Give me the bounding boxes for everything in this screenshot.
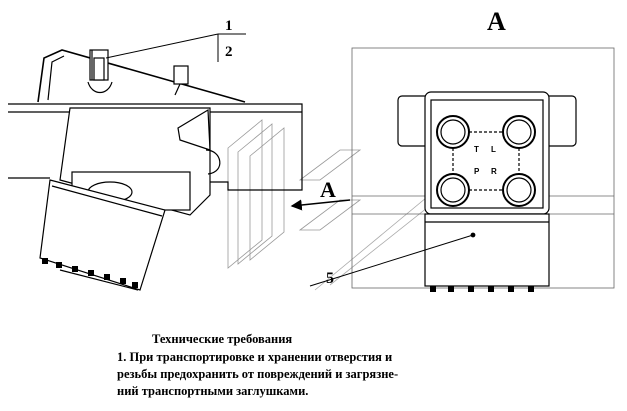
port-labels: T L P R	[474, 145, 497, 176]
bottom-bolts	[430, 286, 534, 292]
frame-rail	[8, 103, 303, 191]
ports	[436, 115, 536, 207]
callout-label-2: 2	[225, 44, 233, 60]
view-a-label: А	[487, 7, 506, 36]
callout-label-1: 1	[225, 18, 233, 34]
callout-label-5: 5	[326, 270, 334, 287]
notes-line-3: ний транспортными заглушками.	[117, 384, 309, 398]
port-label-t: T	[474, 145, 479, 154]
mounting-bracket	[37, 49, 246, 103]
port-label-r: R	[491, 167, 497, 176]
callout-1-2: 1 2	[105, 18, 246, 62]
notes-title: Технические требования	[152, 332, 293, 346]
view-a-pump-front	[351, 47, 615, 292]
left-view-pump-assembly	[8, 49, 303, 291]
pump-housing	[39, 179, 166, 291]
port-label-p: P	[474, 167, 480, 176]
port-label-l: L	[491, 145, 496, 154]
frame-plate	[351, 47, 615, 289]
notes-line-1: 1. При транспортировке и хранении отверс…	[117, 350, 393, 364]
section-arrow-label: А	[320, 177, 336, 202]
callout-5: 5	[309, 234, 474, 287]
section-arrow-a: А	[290, 177, 351, 211]
bolt-item-1	[87, 49, 113, 94]
pump-lower-body	[424, 213, 550, 287]
bolt-second	[173, 65, 189, 96]
notes-line-2: резьбы предохранить от повреждений и заг…	[117, 367, 399, 381]
flange-bolts	[42, 258, 138, 288]
